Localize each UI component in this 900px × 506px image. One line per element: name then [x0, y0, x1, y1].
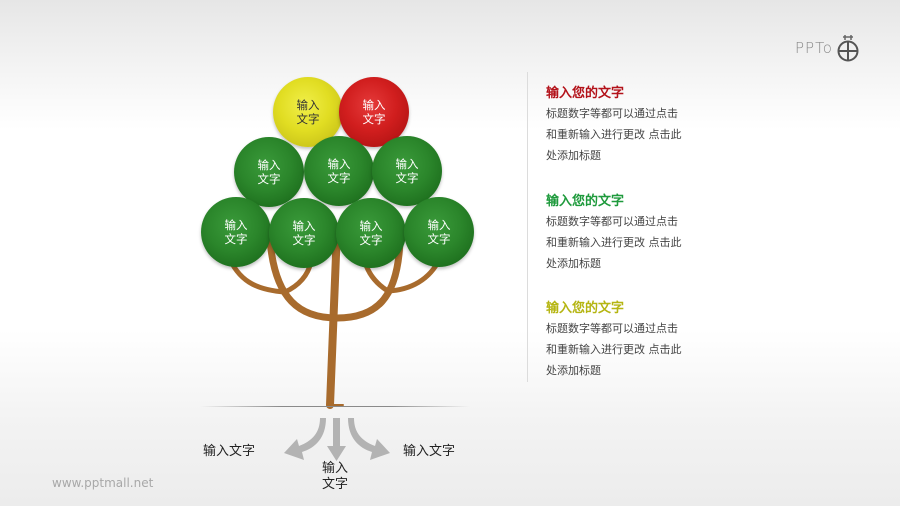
info-line: 标题数字等都可以通过点击	[546, 322, 678, 335]
crown-ball-green[interactable]: 输入 文字	[304, 136, 374, 206]
crown-ball-red[interactable]: 输入 文字	[339, 77, 409, 147]
watermark-link[interactable]: www.pptmall.net	[52, 476, 154, 490]
info-line: 标题数字等都可以通过点击	[546, 215, 678, 228]
info-block-yellow: 输入您的文字 标题数字等都可以通过点击 和重新输入进行更改 点击此 处添加标题	[546, 300, 682, 381]
info-block-green: 输入您的文字 标题数字等都可以通过点击 和重新输入进行更改 点击此 处添加标题	[546, 193, 682, 274]
info-line: 处添加标题	[546, 149, 601, 162]
crown-ball-green[interactable]: 输入 文字	[234, 137, 304, 207]
info-title: 输入您的文字	[546, 194, 625, 209]
logo-text: PPTo	[795, 39, 833, 57]
vertical-divider	[527, 72, 528, 382]
info-line: 和重新输入进行更改 点击此	[546, 236, 682, 249]
root-arrows	[284, 418, 390, 461]
crown-ball-green[interactable]: 输入 文字	[404, 197, 474, 267]
arrow-left-icon	[284, 418, 326, 460]
ppt-logo-circle-cross-icon	[837, 35, 859, 62]
arrow-right-icon	[348, 418, 390, 460]
info-line: 处添加标题	[546, 364, 601, 377]
crown-ball-yellow[interactable]: 输入 文字	[273, 77, 343, 147]
root-label-left: 输入文字	[203, 444, 256, 459]
info-title: 输入您的文字	[546, 301, 625, 316]
crown-ball-green[interactable]: 输入 文字	[201, 197, 271, 267]
crown-ball-green[interactable]: 输入 文字	[336, 198, 406, 268]
info-block-red: 输入您的文字 标题数字等都可以通过点击 和重新输入进行更改 点击此 处添加标题	[546, 85, 682, 166]
crown-ball-green[interactable]: 输入 文字	[269, 198, 339, 268]
logo: PPTo	[795, 34, 861, 62]
info-line: 和重新输入进行更改 点击此	[546, 343, 682, 356]
ground-line	[200, 406, 470, 407]
root-label-center: 输入 文字	[322, 461, 349, 492]
info-title: 输入您的文字	[546, 86, 625, 101]
info-line: 标题数字等都可以通过点击	[546, 107, 678, 120]
root-label-right: 输入文字	[403, 444, 456, 459]
info-line: 处添加标题	[546, 257, 601, 270]
tree-diagram: 输入 文字 输入 文字 输入 文字 输入 文字 输入 文字 输入 文字 输入 文…	[200, 77, 474, 492]
arrow-down-icon	[327, 418, 346, 461]
info-line: 和重新输入进行更改 点击此	[546, 128, 682, 141]
crown-ball-green[interactable]: 输入 文字	[372, 136, 442, 206]
